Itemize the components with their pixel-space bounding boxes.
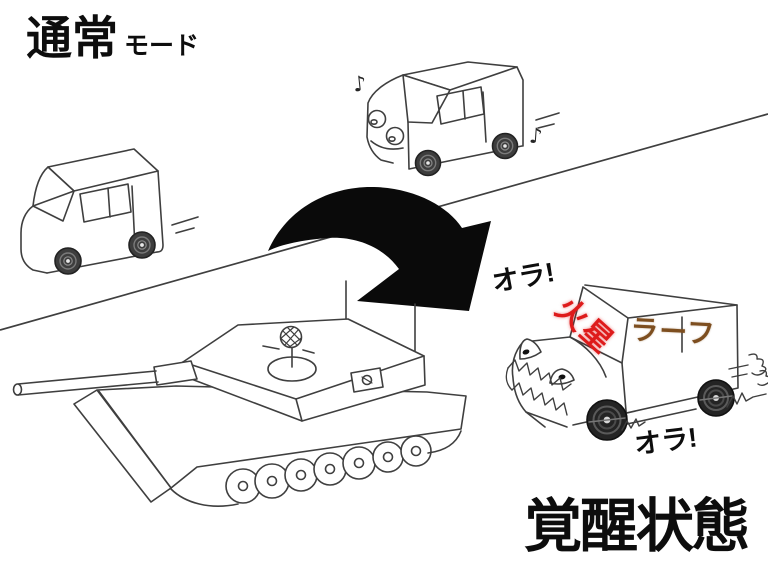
smile <box>370 140 404 150</box>
calm-car-left-drawing <box>20 148 199 275</box>
wheel <box>586 399 628 441</box>
speed-lines <box>171 216 199 234</box>
music-note-icon: ♪ <box>528 123 544 149</box>
ground-scuffs <box>621 392 767 431</box>
normal-mode-title: 通常 モード <box>26 16 199 62</box>
music-note-icon: ♪ <box>351 71 368 97</box>
exhaust-smoke <box>728 353 768 386</box>
wheel <box>491 132 519 160</box>
wheel <box>54 247 82 275</box>
normal-mode-suffix: モード <box>124 33 200 60</box>
normal-mode-main: 通常 <box>26 13 118 64</box>
tank-track-front <box>170 488 239 507</box>
tank-glacis <box>73 389 172 503</box>
awakened-state-title: 覚醒状態 <box>524 494 750 559</box>
tank-gun-barrel <box>12 360 198 396</box>
speed-lines <box>535 112 560 129</box>
transformation-arrow-icon <box>268 186 491 311</box>
van-marking-brown: ラーフ <box>629 315 717 351</box>
teeth <box>505 359 572 416</box>
face <box>367 109 405 150</box>
wheel <box>128 231 156 259</box>
tank-drawing <box>12 280 467 507</box>
wheel <box>697 379 735 417</box>
awakened-car-drawing <box>505 284 768 441</box>
tank-track-rear <box>427 430 462 454</box>
tank-road-wheels <box>225 435 432 504</box>
calm-car-top-drawing <box>366 61 560 177</box>
angry-eyes <box>519 338 575 385</box>
wheel <box>414 149 442 177</box>
